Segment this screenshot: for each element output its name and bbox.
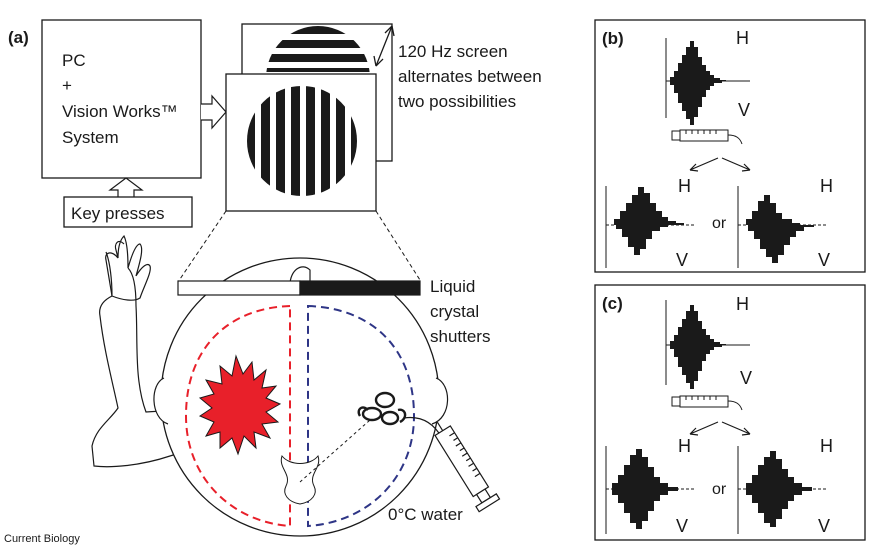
- pc-box: [41, 19, 202, 179]
- c-arrow-left: [689, 421, 719, 436]
- shutter-right: [299, 280, 421, 296]
- b-right-h-label: H: [820, 176, 833, 196]
- c-left-v-label: V: [676, 516, 688, 536]
- left-ear: [153, 377, 169, 425]
- shutters-label-line2: crystal: [430, 302, 479, 321]
- c-syringe-icon: [671, 395, 743, 411]
- hand: [105, 234, 151, 301]
- pc-label-line2: +: [62, 76, 72, 95]
- b-right-v-label: V: [818, 250, 830, 270]
- pc-label-line4: System: [62, 128, 119, 147]
- water-label: 0°C water: [388, 505, 463, 524]
- panel-c: (c) H V H V or: [594, 284, 866, 541]
- key-press-arrow: [108, 177, 144, 197]
- panel-c-letter: (c): [602, 294, 623, 313]
- panel-a: (a) PC + Vision Works™ System Key presse…: [4, 19, 542, 545]
- screen-front: [225, 73, 377, 212]
- b-top-h-label: H: [736, 28, 749, 48]
- shutter-left: [177, 280, 301, 296]
- b-top-v-label: V: [738, 100, 750, 120]
- panel-b: (b) H V H V or: [594, 19, 866, 273]
- projection-line-right: [375, 210, 421, 281]
- shutters-label-line1: Liquid: [430, 277, 475, 296]
- panel-a-letter: (a): [8, 28, 29, 47]
- alternation-arrow: [375, 25, 393, 67]
- b-left-h-label: H: [678, 176, 691, 196]
- b-syringe-icon: [671, 129, 743, 145]
- screen-note-line2: alternates between: [398, 67, 542, 86]
- screen-note-line3: two possibilities: [398, 92, 516, 111]
- pc-label-line3: Vision Works™: [62, 102, 178, 121]
- b-arrow-left: [689, 157, 719, 172]
- b-or-label: or: [712, 215, 727, 232]
- b-left-v-label: V: [676, 250, 688, 270]
- brainstem: [280, 454, 320, 505]
- key-presses-label: Key presses: [71, 204, 165, 223]
- right-hemisphere-outline: [307, 304, 416, 528]
- panel-b-letter: (b): [602, 29, 624, 48]
- b-arrow-right: [721, 157, 751, 172]
- projection-line-left: [177, 210, 227, 283]
- key-presses-box: [63, 196, 193, 228]
- pc-label-line1: PC: [62, 51, 86, 70]
- c-right-h-label: H: [820, 436, 833, 456]
- c-left-h-label: H: [678, 436, 691, 456]
- pc-to-screen-arrow: [201, 94, 227, 130]
- activation-starburst: [198, 354, 282, 456]
- shutters-label-line3: shutters: [430, 327, 490, 346]
- screen-note-line1: 120 Hz screen: [398, 42, 508, 61]
- syringe-icon: [403, 416, 501, 513]
- left-hemisphere-outline: [184, 304, 291, 528]
- c-top-v-label: V: [740, 368, 752, 388]
- footer-label: Current Biology: [4, 533, 80, 545]
- vestibular-organ-icon: [357, 391, 407, 426]
- c-right-v-label: V: [818, 516, 830, 536]
- right-ear: [431, 377, 449, 425]
- c-or-label: or: [712, 481, 727, 498]
- c-arrow-right: [721, 421, 751, 436]
- c-top-h-label: H: [736, 294, 749, 314]
